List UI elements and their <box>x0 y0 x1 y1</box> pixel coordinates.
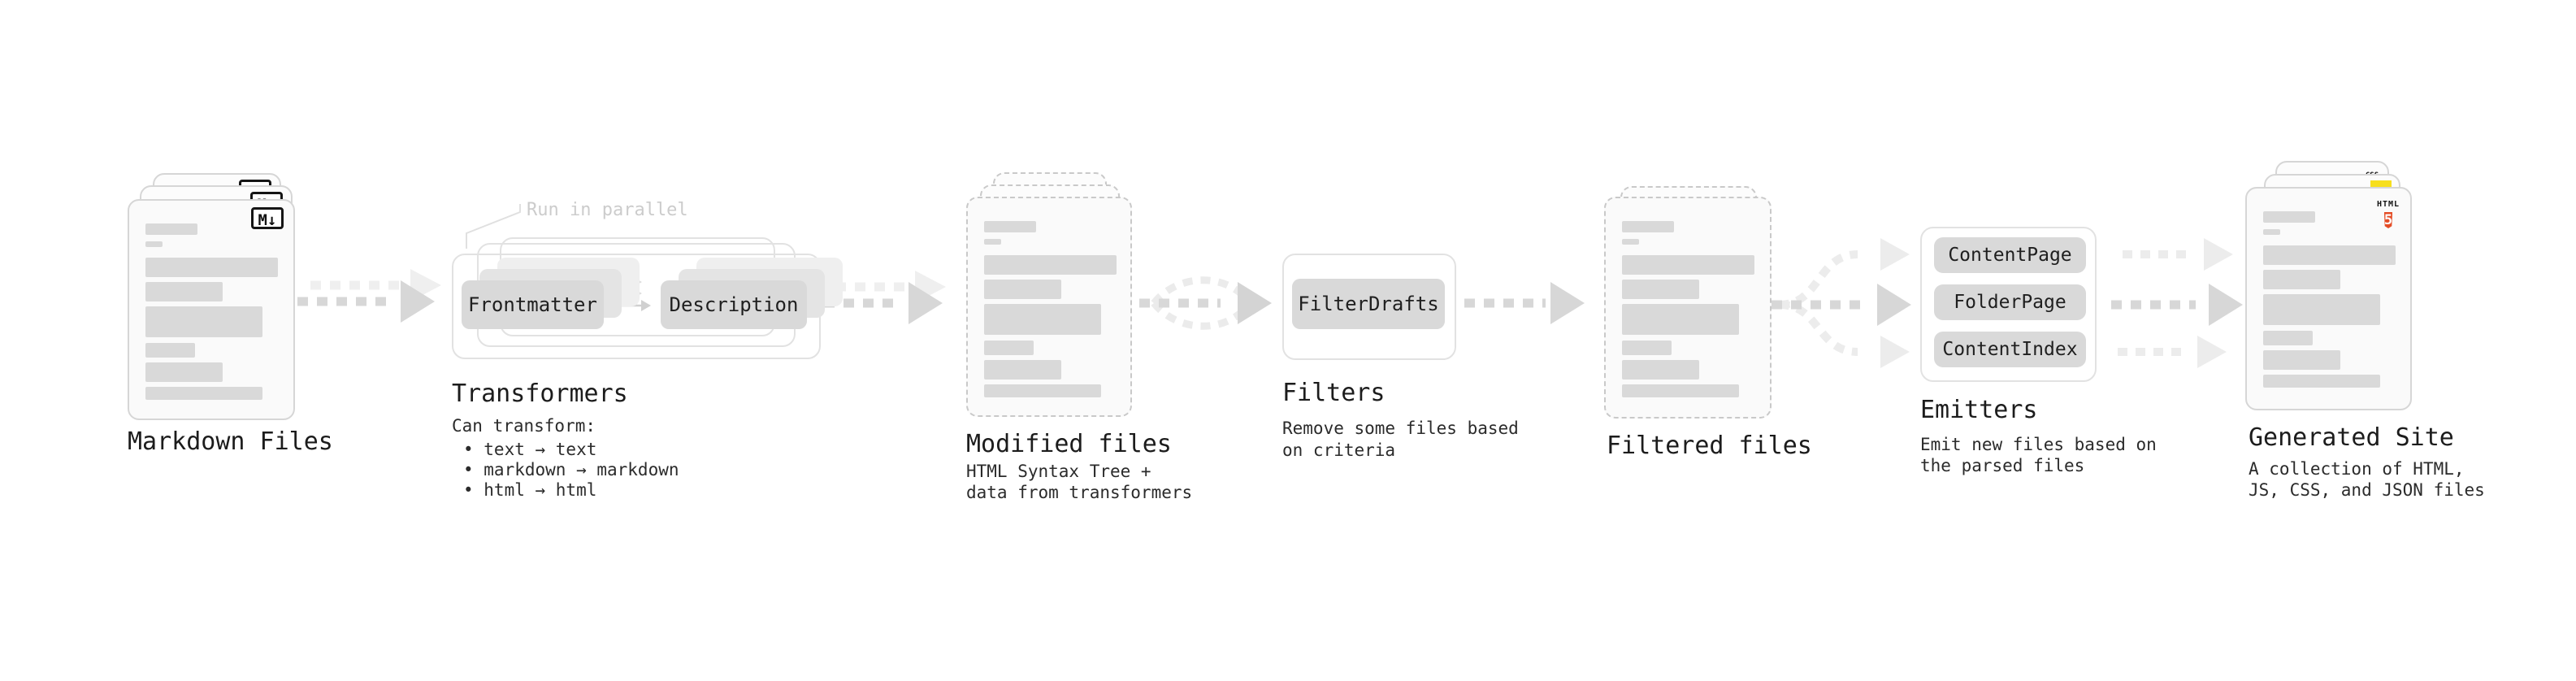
generated-site-subtitle: A collection of HTML, JS, CSS, and JSON … <box>2249 458 2485 501</box>
skeleton-line <box>145 306 262 337</box>
emitters-frame <box>1920 227 2097 382</box>
generated-site-label: Generated Site <box>2249 423 2454 452</box>
skeleton-line <box>984 239 1001 245</box>
contentpage-pill-label: ContentPage <box>1948 245 2072 266</box>
markdown-file-card: M↓ <box>128 199 295 420</box>
skeleton-line <box>1622 255 1754 275</box>
skeleton-line <box>1622 340 1672 355</box>
skeleton-line <box>1622 304 1739 335</box>
html5-icon-word: HTML <box>2376 200 2400 209</box>
skeleton-line <box>984 384 1101 397</box>
contentindex-pill-label: ContentIndex <box>1942 339 2078 360</box>
subtitle-line: A collection of HTML, <box>2249 459 2465 479</box>
html-file-card: HTML 5 <box>2245 187 2412 410</box>
filterdrafts-pill-label: FilterDrafts <box>1298 293 1439 315</box>
skeleton-line <box>984 340 1034 355</box>
bullet-item: • html → html <box>463 480 597 500</box>
folderpage-pill-label: FolderPage <box>1954 292 2066 313</box>
description-pill-label: Description <box>669 293 799 316</box>
markdown-icon: M↓ <box>251 207 284 229</box>
skeleton-line <box>2263 270 2340 289</box>
dashed-arrow-markdown-to-transformers <box>297 269 441 323</box>
frontmatter-pill-label: Frontmatter <box>468 293 597 316</box>
filterdrafts-pill: FilterDrafts <box>1292 279 1445 329</box>
subtitle-line: JS, CSS, and JSON files <box>2249 480 2485 500</box>
html5-icon: HTML 5 <box>2374 194 2402 231</box>
filtered-files-label: Filtered files <box>1607 432 1812 460</box>
transformers-note: Can transform: <box>452 416 596 436</box>
subtitle-line: data from transformers <box>966 483 1193 502</box>
folderpage-pill: FolderPage <box>1934 284 2086 320</box>
skeleton-line <box>984 255 1117 275</box>
description-pill: Description <box>661 280 807 329</box>
filters-subtitle: Remove some files based on criteria <box>1282 418 1519 462</box>
skeleton-line <box>1622 384 1739 397</box>
bullet-item: • text → text <box>463 440 597 459</box>
fanin-arrows-emitters-to-site <box>2111 238 2243 368</box>
filters-frame <box>1282 254 1456 360</box>
subtitle-line: Emit new files based on <box>1920 435 2157 454</box>
skeleton-line <box>1622 239 1639 245</box>
transformers-heading: Transformers <box>452 380 628 408</box>
skeleton-line <box>2263 211 2315 223</box>
filters-heading: Filters <box>1282 379 1386 407</box>
skeleton-line <box>2263 350 2340 370</box>
skeleton-line <box>1622 280 1699 299</box>
frontmatter-pill: Frontmatter <box>462 280 604 329</box>
subtitle-line: the parsed files <box>1920 456 2085 475</box>
skeleton-line <box>2263 229 2280 235</box>
subtitle-line: Remove some files based <box>1282 419 1519 438</box>
skeleton-line <box>2263 331 2313 345</box>
emitters-subtitle: Emit new files based on the parsed files <box>1920 434 2157 476</box>
filtered-file-card <box>1604 197 1772 419</box>
skeleton-line <box>145 362 223 382</box>
markdown-files-label: Markdown Files <box>128 427 333 456</box>
html5-icon-shield: 5 <box>2383 212 2393 228</box>
fanout-arrows-filtered-to-emitters <box>1772 238 1911 368</box>
contentpage-pill: ContentPage <box>1934 237 2086 273</box>
skeleton-line <box>145 282 223 301</box>
modified-files-label: Modified files <box>966 430 1172 458</box>
skeleton-lines <box>129 223 293 400</box>
dashed-arrow-filters-to-filtered <box>1464 282 1585 324</box>
skeleton-line <box>1622 221 1674 232</box>
skeleton-line <box>2263 245 2396 265</box>
skeleton-line <box>2263 294 2380 325</box>
skeleton-line <box>145 387 262 400</box>
subtitle-line: on criteria <box>1282 440 1396 460</box>
run-in-parallel-label: Run in parallel <box>527 200 688 220</box>
skeleton-line <box>984 304 1101 335</box>
subtitle-line: HTML Syntax Tree + <box>966 462 1151 481</box>
skeleton-line <box>2263 375 2380 388</box>
contentindex-pill: ContentIndex <box>1934 332 2086 367</box>
skeleton-line <box>984 280 1061 299</box>
skeleton-line <box>984 221 1036 232</box>
modified-file-card <box>966 197 1132 417</box>
skeleton-lines <box>968 221 1130 397</box>
skeleton-line <box>145 343 195 358</box>
skeleton-lines <box>2247 211 2410 388</box>
skeleton-line <box>1622 360 1699 380</box>
bullet-item: • markdown → markdown <box>463 460 679 479</box>
skeleton-line <box>145 223 197 235</box>
modified-files-subtitle: HTML Syntax Tree + data from transformer… <box>966 461 1192 503</box>
skeleton-line <box>145 241 163 247</box>
dashed-arrow-modified-to-filters <box>1139 276 1272 330</box>
skeleton-line <box>984 360 1061 380</box>
skeleton-line <box>145 258 278 277</box>
emitters-heading: Emitters <box>1920 396 2038 424</box>
skeleton-lines <box>1606 221 1770 397</box>
transformers-bullet-list: • text → text • markdown → markdown • ht… <box>463 440 679 501</box>
